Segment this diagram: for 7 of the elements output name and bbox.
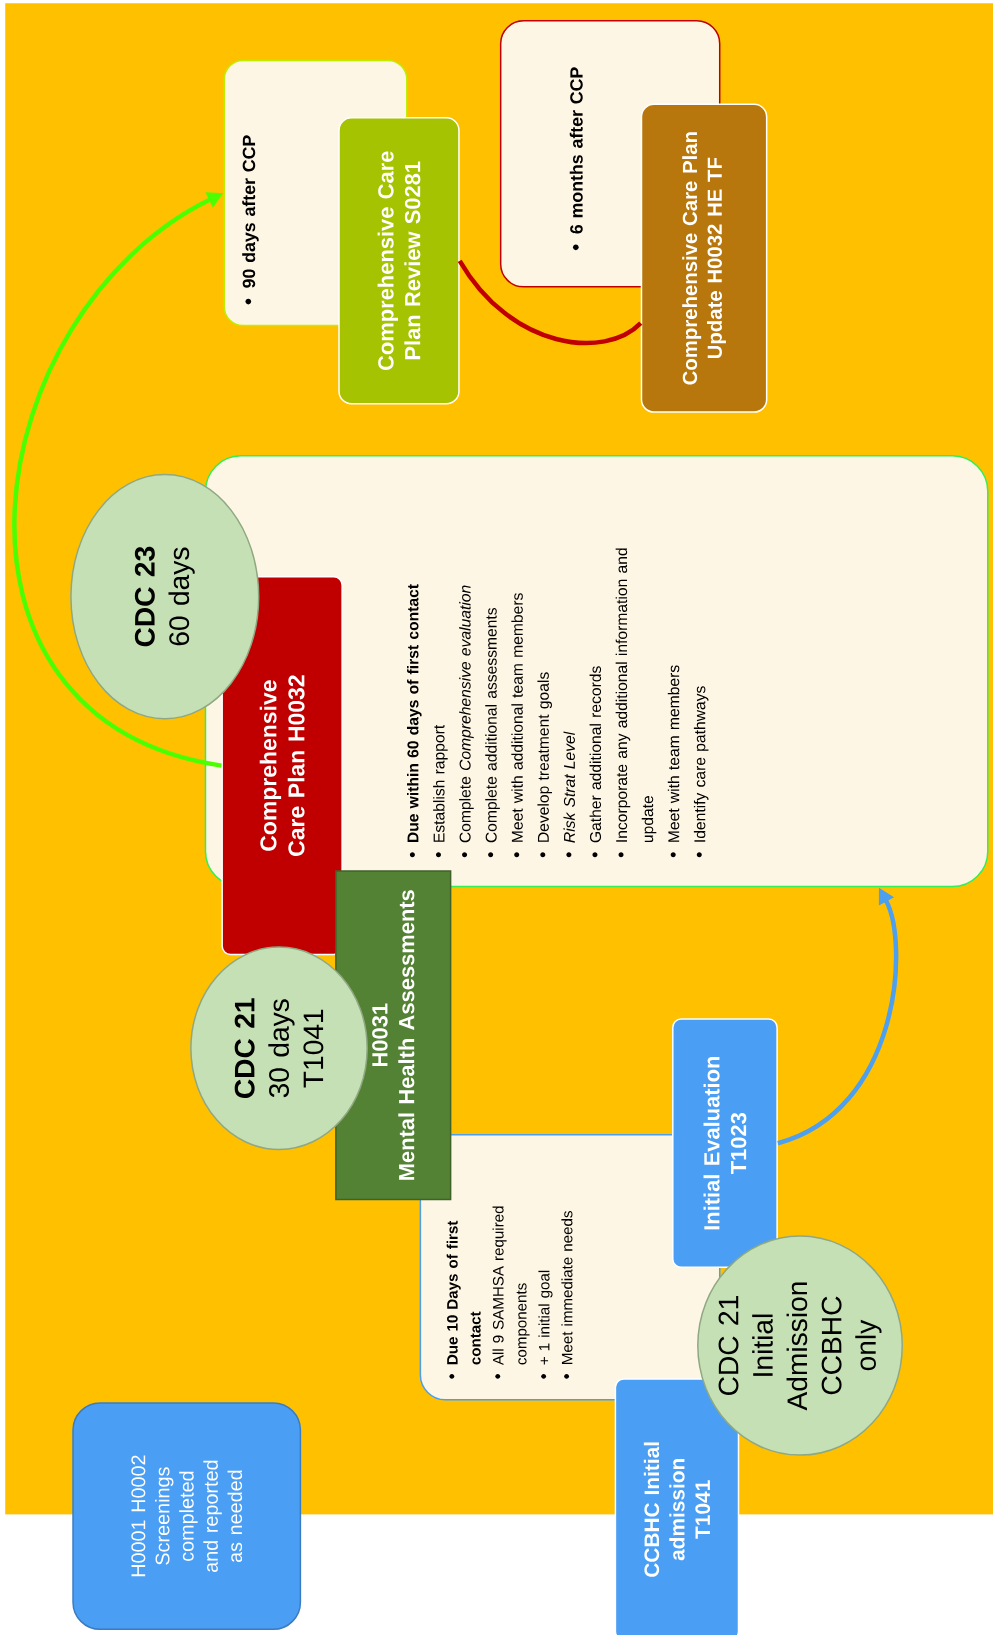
process-box: Comprehensive Care Plan Review S0281 (338, 117, 460, 405)
process-box: H0031 Mental Health Assessments (335, 870, 452, 1201)
process-box: Comprehensive Care Plan H0032 (221, 576, 343, 956)
screening-box: H0001 H0002 Screenings completed and reported as needed (72, 1402, 302, 1631)
process-box: Initial Evaluation T1023 (672, 1018, 778, 1269)
connector-line (457, 259, 643, 346)
process-box: Comprehensive Care Plan Update H0032 HE TF (640, 103, 768, 413)
